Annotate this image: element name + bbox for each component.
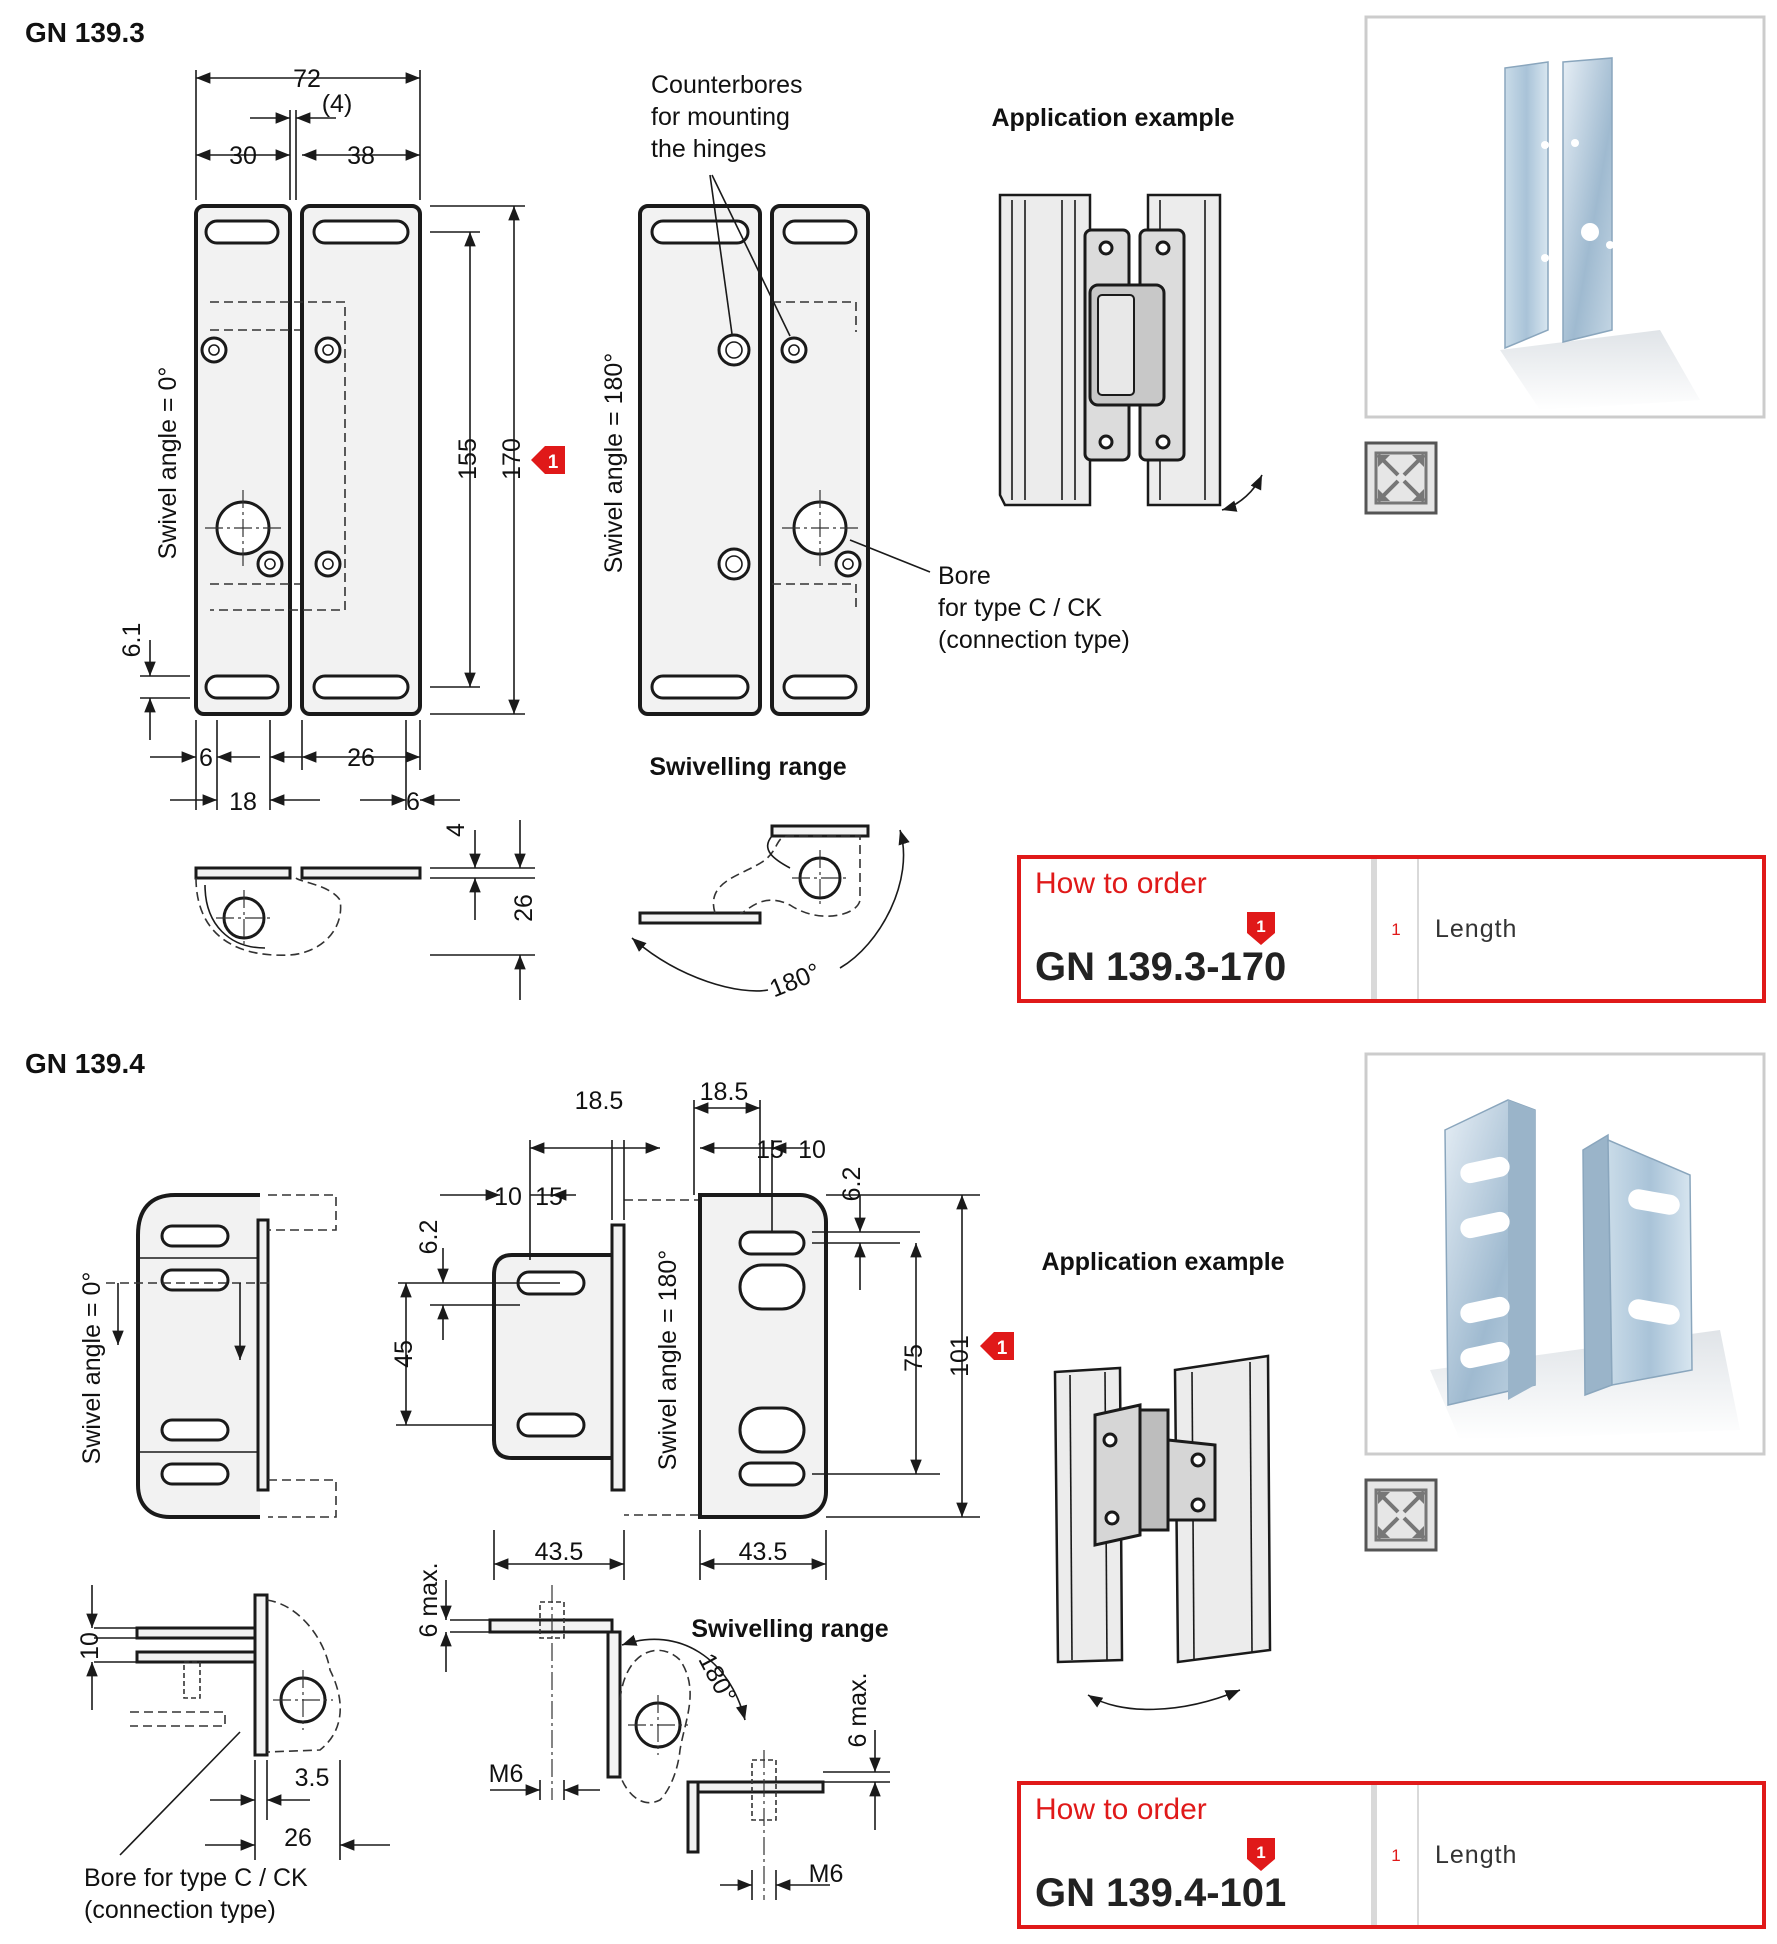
label-swivelling-range: Swivelling range: [649, 753, 846, 781]
dim-10-side: 10: [76, 1632, 104, 1660]
dim-15-right: 15: [756, 1136, 784, 1164]
svg-text:1: 1: [548, 452, 559, 473]
label-application-example-b: Application example: [1041, 1248, 1284, 1276]
order-heading-b: How to order: [1035, 1793, 1207, 1826]
swivelling-range-diagram-gn139-3: [631, 824, 910, 992]
dim-15-left: 15: [535, 1183, 563, 1211]
dim-101: 101: [946, 1335, 974, 1377]
dim-6-left: 6: [199, 744, 213, 772]
dim-18-5-left: 18.5: [575, 1087, 624, 1115]
dim-170: 170: [498, 438, 526, 480]
swivelling-range-diagram-gn139-4: [440, 1580, 890, 1900]
dim-155: 155: [454, 438, 482, 480]
front-view-swivel-180: [638, 174, 931, 716]
label-swivel-180-b: Swivel angle = 180°: [654, 1250, 682, 1471]
label-counterbores-2: for mounting: [651, 103, 790, 131]
label-swivel-0-b: Swivel angle = 0°: [78, 1272, 106, 1465]
order-code: GN 139.3-170: [1035, 945, 1286, 989]
marker-length-gn139-4: 1: [980, 1332, 1014, 1360]
dim-72: 72: [293, 65, 321, 93]
application-example-illustration-gn139-4: [1053, 1354, 1272, 1711]
dim-18: 18: [229, 788, 257, 816]
dim-4-paren: (4): [322, 90, 353, 118]
order-heading: How to order: [1035, 867, 1207, 900]
dim-10-left: 10: [494, 1183, 522, 1211]
product-photo-gn139-3: [1364, 15, 1766, 419]
label-range-180-b: 180°: [693, 1649, 742, 1708]
dimensions-gn139-4: [396, 1100, 980, 1580]
order-code-b: GN 139.4-101: [1035, 1871, 1286, 1915]
dim-26-bottom: 26: [347, 744, 375, 772]
dim-30: 30: [229, 142, 257, 170]
dim-6-1: 6.1: [118, 623, 146, 658]
dim-18-5-right: 18.5: [700, 1078, 749, 1106]
front-view-swivel-0: [194, 204, 422, 716]
dim-43-5-right: 43.5: [739, 1538, 788, 1566]
dimensions-front-0: [140, 70, 525, 810]
label-swivel-0: Swivel angle = 0°: [154, 367, 182, 560]
order-key-label: Length: [1435, 915, 1517, 943]
svg-text:1: 1: [997, 1338, 1008, 1359]
dim-26-side-b: 26: [284, 1824, 312, 1852]
dim-26-side: 26: [510, 894, 538, 922]
order-marker: 1: [1256, 917, 1265, 936]
label-counterbores-3: the hinges: [651, 135, 766, 163]
label-bore-3: (connection type): [938, 626, 1130, 654]
label-application-example: Application example: [991, 104, 1234, 132]
order-key-number: 1: [1391, 920, 1400, 939]
dim-4-side: 4: [442, 823, 470, 837]
order-marker-b: 1: [1256, 1843, 1265, 1862]
section-title-gn-139-3: GN 139.3: [25, 17, 145, 48]
label-6-max-right: 6 max.: [844, 1672, 872, 1747]
dim-43-5-left: 43.5: [535, 1538, 584, 1566]
dim-75: 75: [900, 1344, 928, 1372]
dim-6-right: 6: [406, 788, 420, 816]
dim-3-5: 3.5: [295, 1764, 330, 1792]
label-bore-b-1: Bore for type C / CK: [84, 1864, 308, 1892]
order-box-gn139-4: [1017, 1781, 1766, 1929]
product-photo-gn139-4: [1364, 1052, 1766, 1456]
label-swivelling-range-b: Swivelling range: [691, 1615, 888, 1643]
side-view-gn139-4: [86, 1585, 390, 1860]
dim-m6-left: M6: [489, 1760, 524, 1788]
order-box-gn139-3: [1017, 855, 1766, 1003]
front-view-swivel-0-gn139-4: [106, 1193, 337, 1519]
dim-45: 45: [390, 1340, 418, 1368]
label-counterbores-1: Counterbores: [651, 71, 802, 99]
side-view-gn139-3: [194, 820, 535, 1000]
application-example-illustration-gn139-3: [998, 193, 1263, 512]
label-bore-2: for type C / CK: [938, 594, 1102, 622]
expand-icon[interactable]: [1364, 441, 1438, 515]
dim-10-right: 10: [798, 1136, 826, 1164]
marker-length-gn139-3: 1: [531, 446, 565, 474]
label-bore-b-2: (connection type): [84, 1896, 276, 1924]
dim-m6-right: M6: [809, 1860, 844, 1888]
label-range-180: 180°: [766, 958, 824, 1003]
label-6-max-left: 6 max.: [415, 1562, 443, 1637]
order-key-label-b: Length: [1435, 1841, 1517, 1869]
section-title-gn-139-4: GN 139.4: [25, 1048, 145, 1079]
dim-6-2-left: 6.2: [415, 1220, 443, 1255]
dim-38: 38: [347, 142, 375, 170]
label-bore-1: Bore: [938, 562, 991, 590]
dim-6-2-right: 6.2: [838, 1167, 866, 1202]
label-swivel-180: Swivel angle = 180°: [600, 353, 628, 574]
order-key-number-b: 1: [1391, 1846, 1400, 1865]
expand-icon[interactable]: [1364, 1478, 1438, 1552]
